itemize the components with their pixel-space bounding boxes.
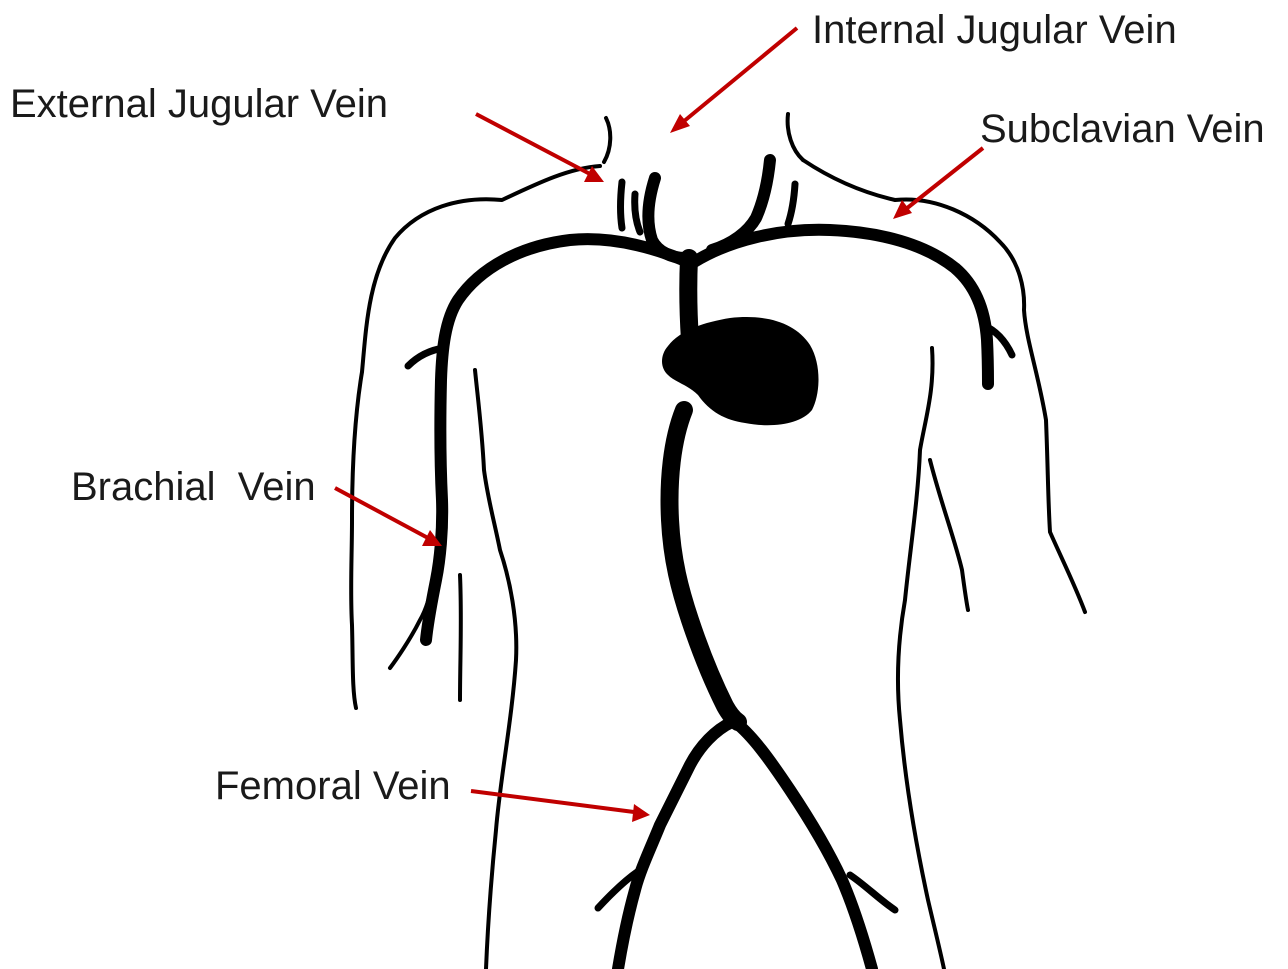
arrow-external-jugular xyxy=(476,114,604,182)
vein-network xyxy=(408,160,1012,969)
internal-jugular-vein-label: Internal Jugular Vein xyxy=(812,10,1177,50)
femoral-vein-label: Femoral Vein xyxy=(215,766,451,806)
subclavian-vein-label: Subclavian Vein xyxy=(980,109,1265,149)
label-arrows xyxy=(335,28,983,822)
arrow-internal-jugular xyxy=(670,28,797,133)
external-jugular-vein-label: External Jugular Vein xyxy=(10,84,388,124)
brachial-vein-label: Brachial Vein xyxy=(71,467,316,507)
arrow-subclavian xyxy=(893,148,983,219)
